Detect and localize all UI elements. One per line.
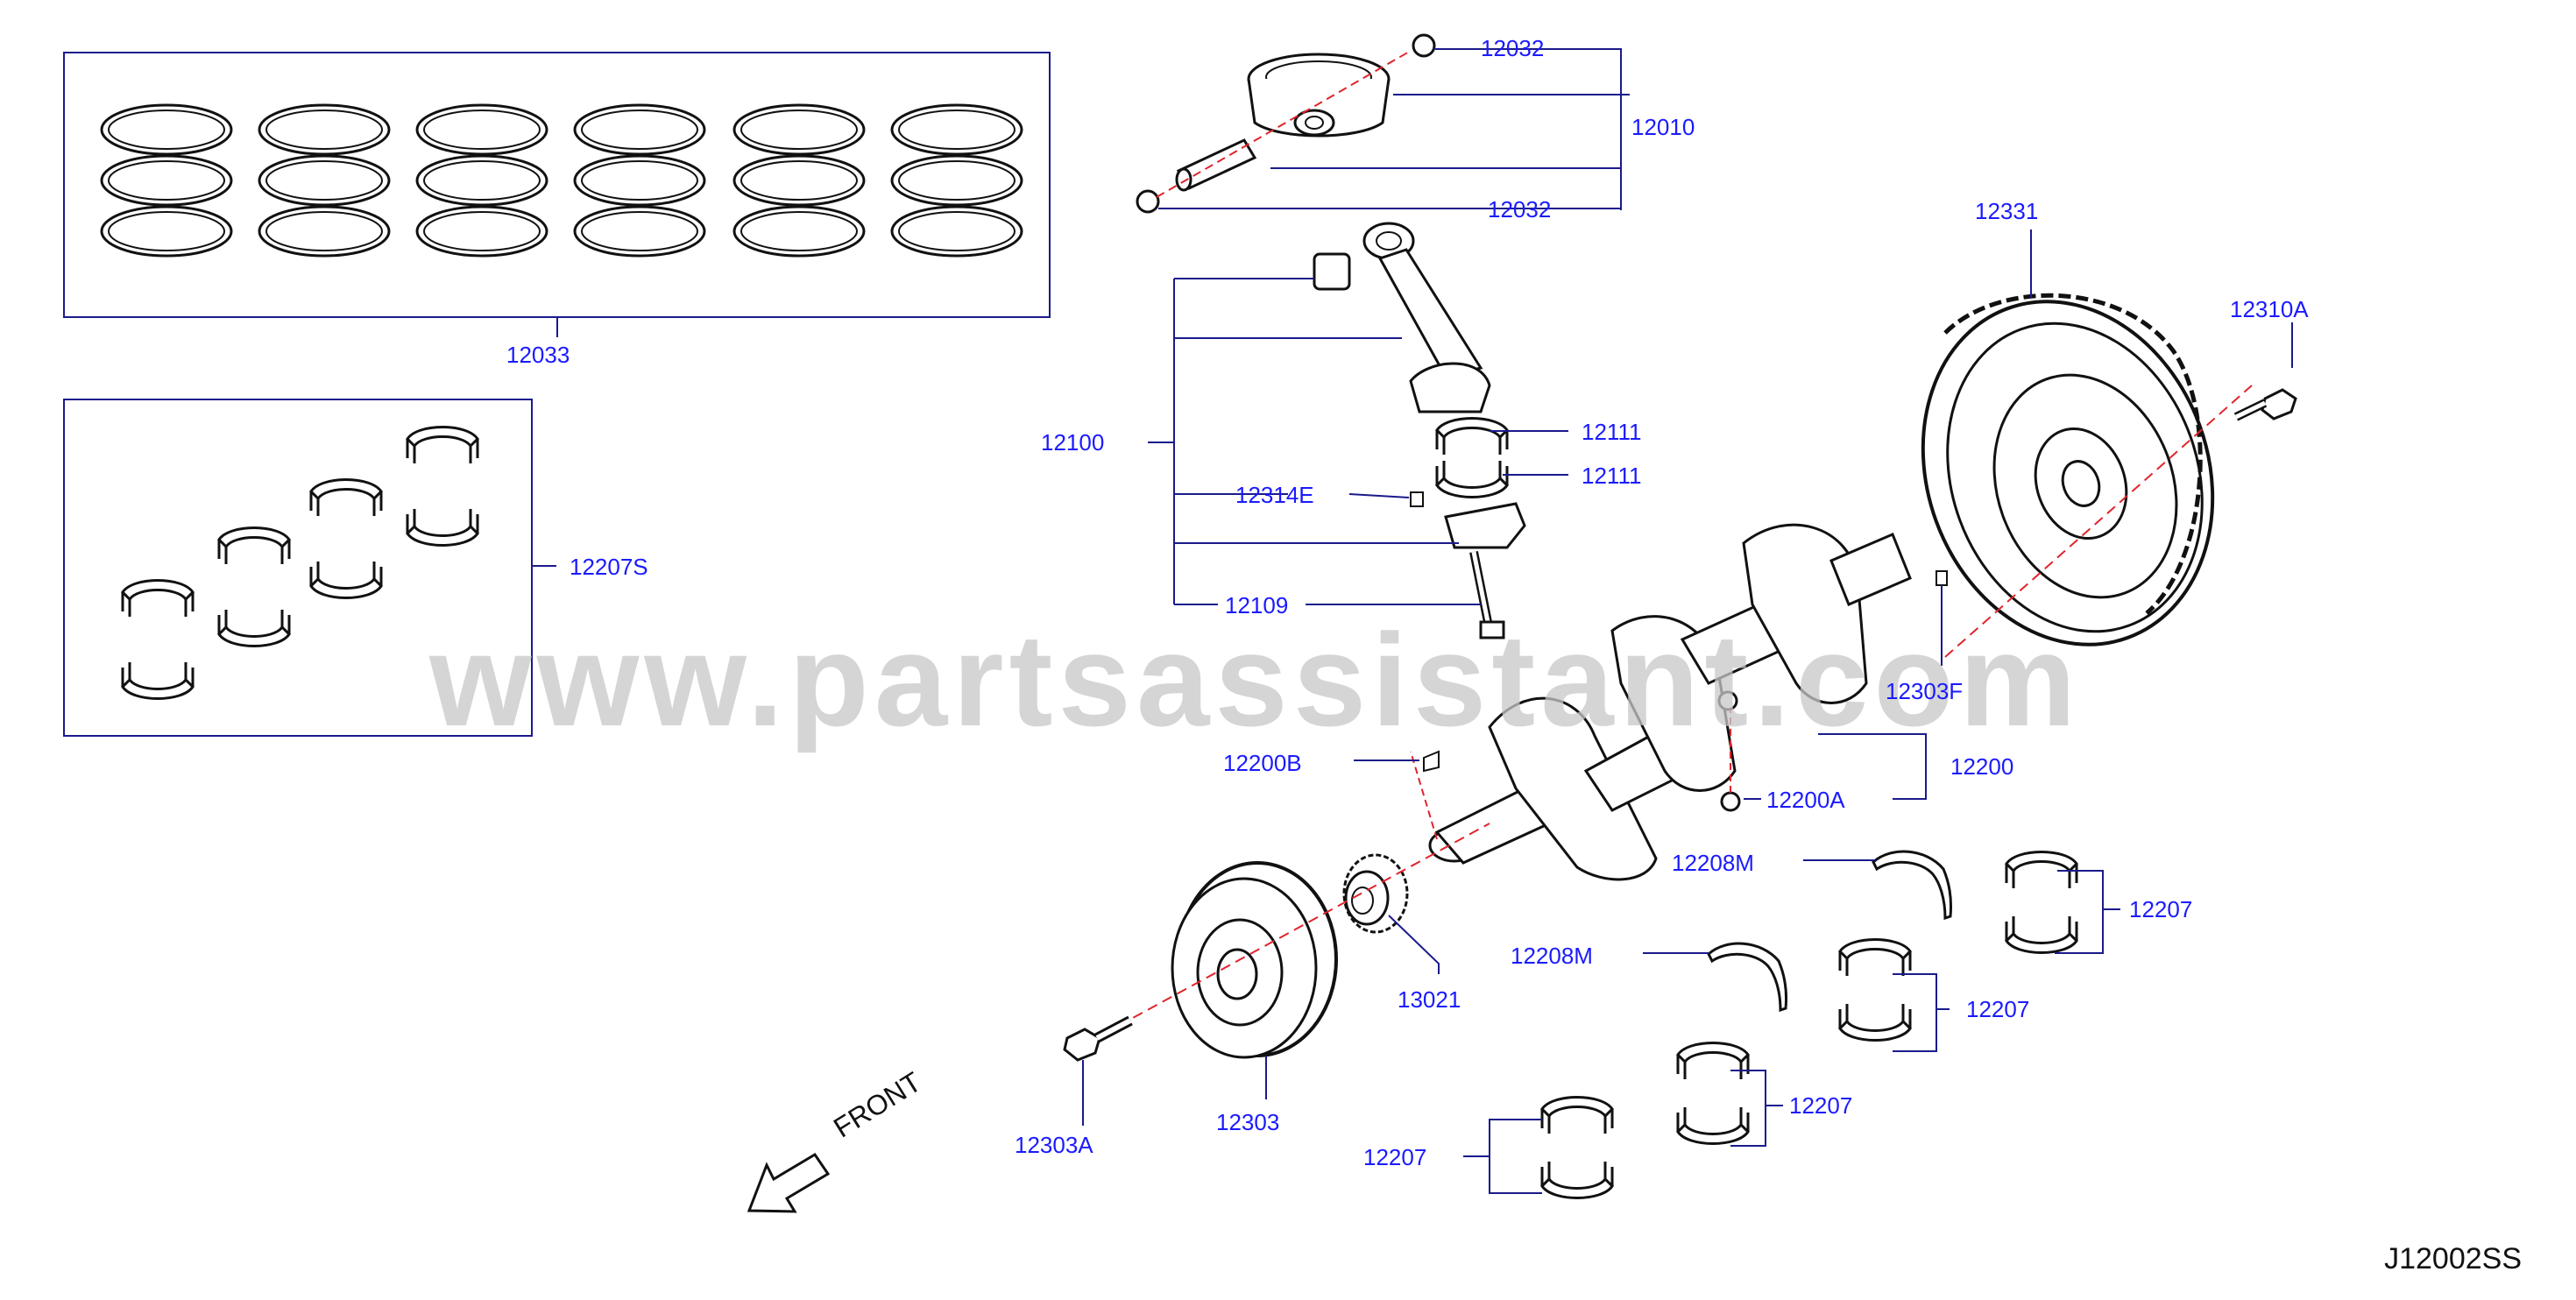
label-12010: 12010 [1631, 114, 1695, 140]
piston-ring-set-1 [102, 105, 231, 256]
label-12032-top: 12032 [1481, 35, 1545, 61]
main-bearing-pair-2 [1838, 938, 1912, 1042]
label-12200A: 12200A [1766, 787, 1845, 813]
label-12310A: 12310A [2230, 296, 2309, 322]
diagram-code: J12002SS [2384, 1242, 2522, 1275]
front-arrow-icon [747, 1152, 831, 1213]
piston-ring-set-6 [892, 105, 1022, 256]
label-12303F: 12303F [1886, 678, 1964, 704]
label-12111-lower: 12111 [1582, 463, 1642, 489]
crank-pulley-drawing [1103, 823, 1490, 1059]
crank-sprocket-drawing [1342, 853, 1409, 934]
label-12331: 12331 [1975, 198, 2039, 224]
watermark: www.partsassistant.com [429, 606, 2082, 753]
main-bearing-pair-1 [2005, 851, 2078, 954]
label-12200B: 12200B [1223, 750, 1302, 776]
label-12303A: 12303A [1015, 1132, 1093, 1158]
crankshaft-drawing [1410, 523, 1912, 881]
connecting-rod-drawing [1313, 222, 1526, 639]
label-13021: 13021 [1398, 986, 1461, 1013]
main-bearing-pair-4 [1540, 1096, 1614, 1199]
flywheel-drawing [1921, 293, 2253, 658]
bearing-shell-set [121, 426, 479, 700]
label-12033: 12033 [506, 342, 570, 368]
piston-drawing [1136, 33, 1436, 214]
label-12207-c: 12207 [1789, 1092, 1853, 1119]
label-12207-a: 12207 [2129, 896, 2193, 922]
label-12303: 12303 [1216, 1109, 1280, 1135]
label-12208M-lower: 12208M [1511, 943, 1593, 969]
label-12207-b: 12207 [1966, 996, 2030, 1022]
label-12200: 12200 [1950, 753, 2014, 780]
label-12207-d: 12207 [1363, 1144, 1427, 1170]
label-12100: 12100 [1041, 429, 1105, 456]
piston-ring-set-5 [734, 105, 864, 256]
thrust-washer-upper [1872, 850, 1953, 920]
main-bearing-pair-3 [1676, 1042, 1750, 1145]
thrust-washer-lower [1707, 942, 1788, 1012]
pulley-bolt-drawing [1063, 1015, 1133, 1062]
flywheel-bolt-drawing [2233, 388, 2297, 421]
label-12109: 12109 [1225, 592, 1289, 618]
label-12032-bottom: 12032 [1488, 196, 1552, 223]
piston-ring-set-2 [259, 105, 389, 256]
label-12208M-upper: 12208M [1672, 850, 1754, 876]
label-12314E: 12314E [1235, 482, 1314, 508]
label-12111-upper: 12111 [1582, 419, 1642, 445]
piston-ring-set-4 [575, 105, 704, 256]
piston-ring-set-3 [417, 105, 547, 256]
label-12207S: 12207S [570, 554, 648, 580]
